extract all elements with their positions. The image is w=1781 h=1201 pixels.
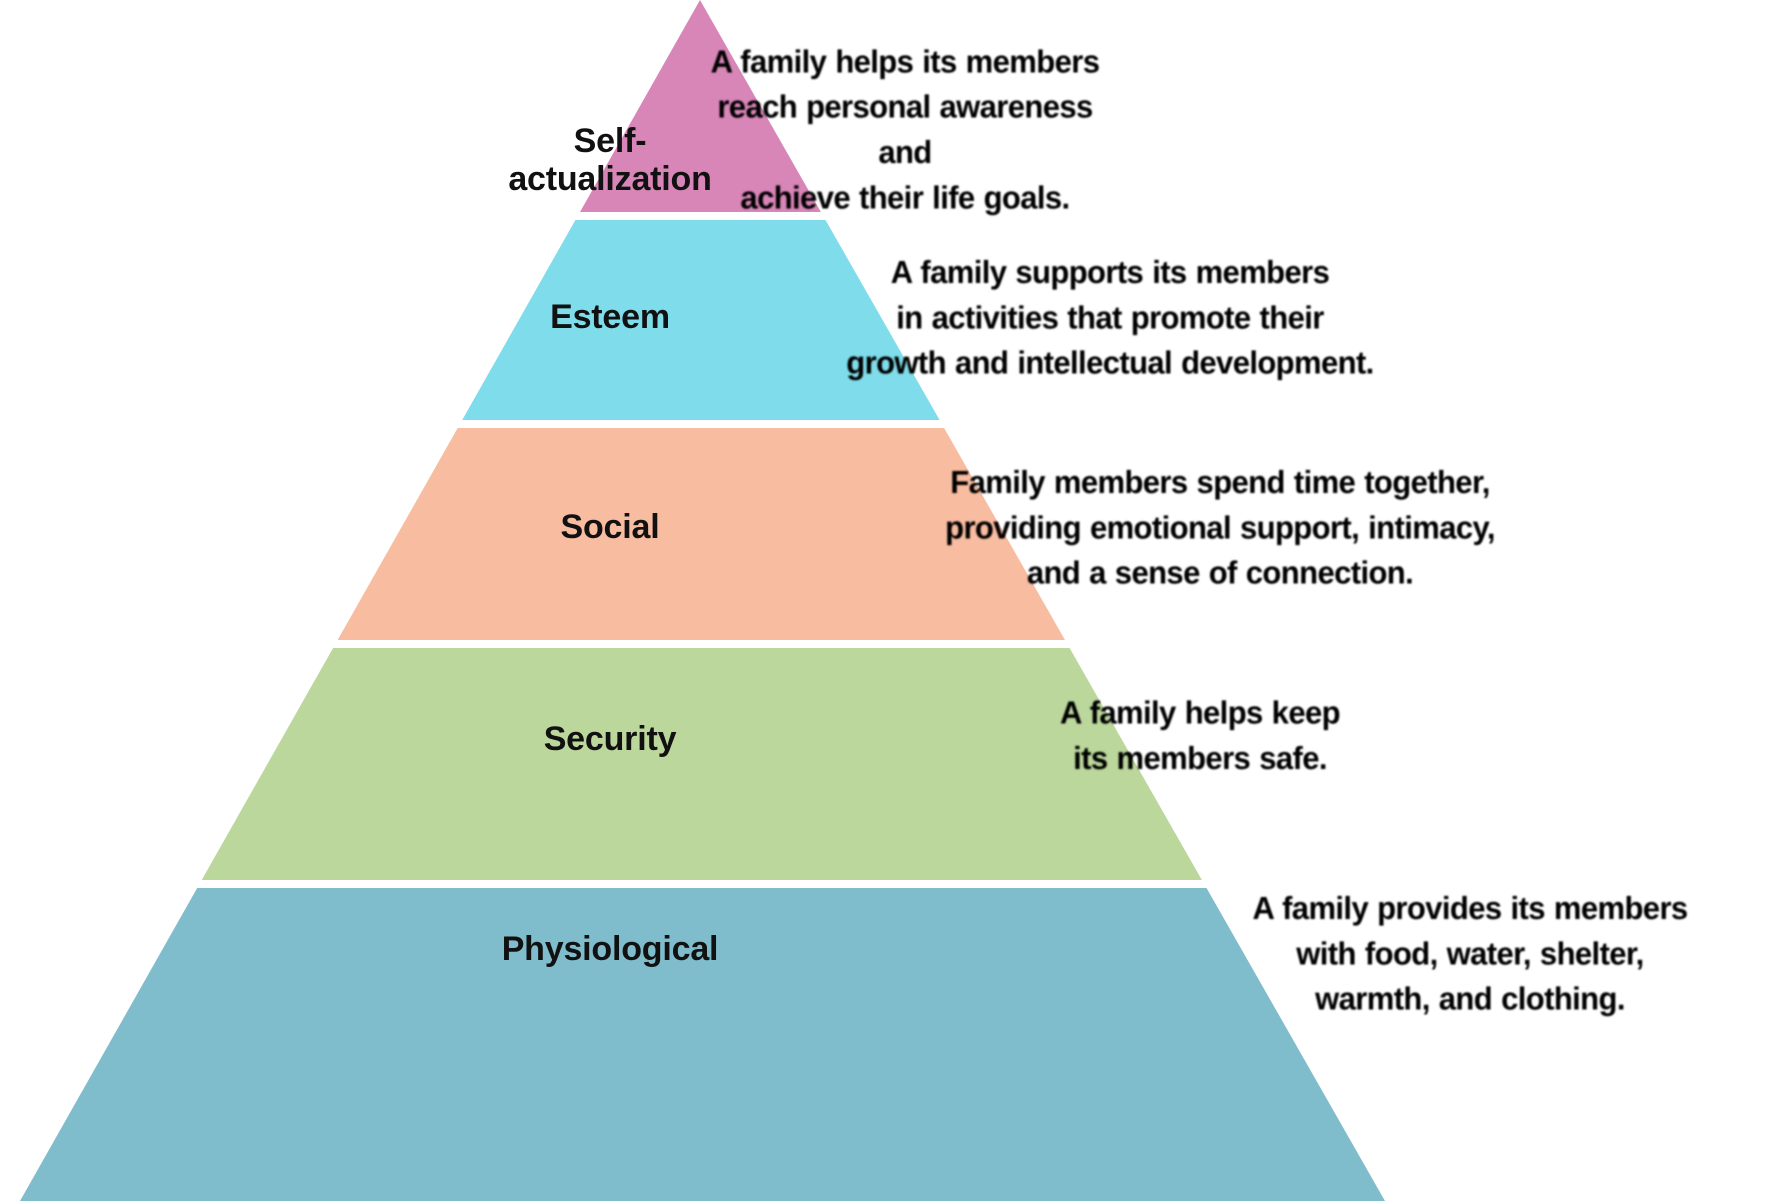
pyramid-tiers — [20, 0, 1385, 1201]
tier-shape-social[interactable] — [337, 428, 1066, 640]
tier-shape-esteem[interactable] — [462, 220, 940, 420]
tier-shape-physiological[interactable] — [20, 888, 1385, 1201]
tier-shape-security[interactable] — [201, 648, 1202, 880]
tier-shape-self-actualization[interactable] — [580, 0, 821, 212]
